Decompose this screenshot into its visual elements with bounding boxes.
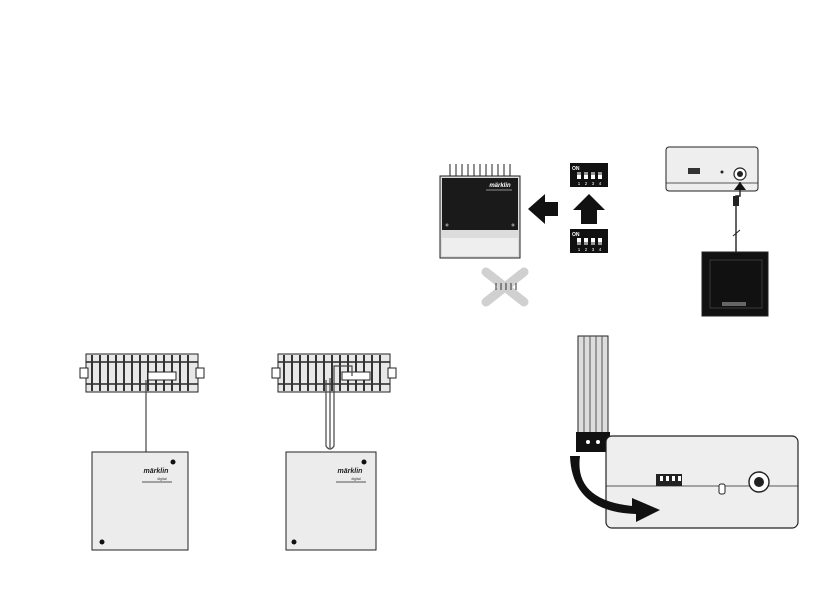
arrow-up-icon (573, 194, 605, 224)
ribbon-cable (576, 336, 610, 452)
interface-box-small (666, 147, 758, 191)
brand-logo-left: märklin (144, 468, 169, 475)
decoder-device: märklin (440, 164, 520, 258)
power-cable (733, 182, 746, 252)
dip-switch-bottom: ON 1 2 3 4 (570, 229, 608, 253)
arrow-left-icon (528, 194, 558, 224)
power-supply (702, 252, 768, 316)
brand-logo-sub-right: digital (351, 477, 360, 481)
dip-on-label-top: ON (572, 166, 580, 172)
brand-logo-right: märklin (338, 468, 363, 475)
cross-icon (486, 272, 524, 302)
track-section-left (80, 354, 204, 392)
interface-box-large (606, 436, 798, 528)
brand-logo-sub-left: digital (157, 477, 166, 481)
receiver-box-left: märklin digital (92, 452, 188, 550)
receiver-box-right: märklin digital (286, 452, 376, 550)
device-logo: märklin (489, 183, 511, 189)
dip-on-label-bottom: ON (572, 232, 580, 238)
dip-switch-top: ON 1 2 3 4 (570, 163, 608, 187)
